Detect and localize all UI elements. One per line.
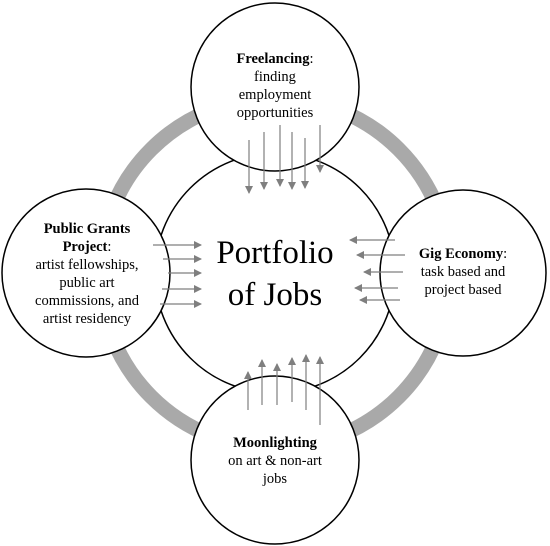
- arrows-top: [245, 125, 324, 194]
- node-freelancing-title-row: Freelancing:: [215, 50, 335, 68]
- node-freelancing-title: Freelancing: [236, 51, 310, 67]
- node-public-grants: Public Grants Project: artist fellowship…: [20, 220, 154, 328]
- node-public-grants-line-3: commissions, and: [35, 293, 139, 309]
- node-moonlighting-title: Moonlighting: [233, 435, 317, 451]
- node-gig-economy-sep: :: [503, 246, 508, 262]
- node-moonlighting-line-1: on art & non-art: [228, 453, 322, 469]
- node-circle-right: [379, 189, 547, 357]
- node-circle-top: [190, 2, 360, 172]
- node-public-grants-title-line1: Public Grants: [20, 220, 154, 238]
- node-circle-bottom: [190, 375, 360, 545]
- arrows-right: [349, 236, 405, 304]
- arrows-bottom: [244, 354, 324, 425]
- center-title-line1: Portfolio: [216, 235, 334, 271]
- arrows-left: [153, 241, 202, 308]
- node-public-grants-title-row: Project:: [20, 238, 154, 256]
- node-moonlighting: Moonlighting on art & non-art jobs: [205, 434, 345, 488]
- node-public-grants-line-4: artist residency: [42, 311, 132, 327]
- node-public-grants-title-1: Public Grants: [43, 221, 131, 237]
- node-freelancing-line-2: employment: [238, 87, 312, 103]
- center-title-line2: of Jobs: [227, 277, 323, 313]
- node-gig-economy-title: Gig Economy: [418, 246, 504, 262]
- node-moonlighting-title-row: Moonlighting: [205, 434, 345, 452]
- node-freelancing-sep: :: [309, 51, 314, 67]
- node-gig-economy: Gig Economy: task based and project base…: [403, 245, 523, 299]
- node-public-grants-sep: :: [107, 239, 112, 255]
- center-title: Portfolio of Jobs: [180, 232, 370, 316]
- node-gig-economy-line-1: task based and: [420, 264, 506, 280]
- node-freelancing: Freelancing: finding employment opportun…: [215, 50, 335, 122]
- node-freelancing-line-1: finding: [254, 69, 296, 85]
- node-gig-economy-title-row: Gig Economy:: [403, 245, 523, 263]
- node-gig-economy-line-2: project based: [424, 282, 502, 298]
- node-freelancing-line-3: opportunities: [236, 105, 314, 121]
- node-moonlighting-line-2: jobs: [262, 471, 288, 487]
- node-public-grants-line-1: artist fellowships,: [35, 257, 139, 273]
- node-public-grants-line-2: public art: [59, 275, 115, 291]
- node-public-grants-title-2: Project: [62, 239, 108, 255]
